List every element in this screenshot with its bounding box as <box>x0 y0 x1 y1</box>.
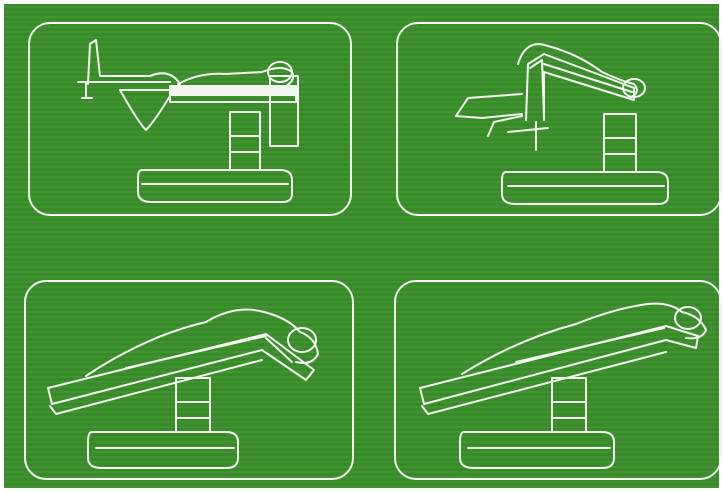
operating-table-jackknife-icon <box>398 24 720 214</box>
operating-table-reverse-flex-icon <box>26 282 352 478</box>
operating-table-reverse-trendelenburg-icon <box>396 282 720 478</box>
figure-board <box>4 4 719 488</box>
panel-position-4 <box>394 280 722 480</box>
panel-position-3 <box>24 280 354 480</box>
panel-position-1 <box>28 22 352 216</box>
panel-position-2 <box>396 22 722 216</box>
operating-table-legs-raised-icon <box>30 24 350 214</box>
